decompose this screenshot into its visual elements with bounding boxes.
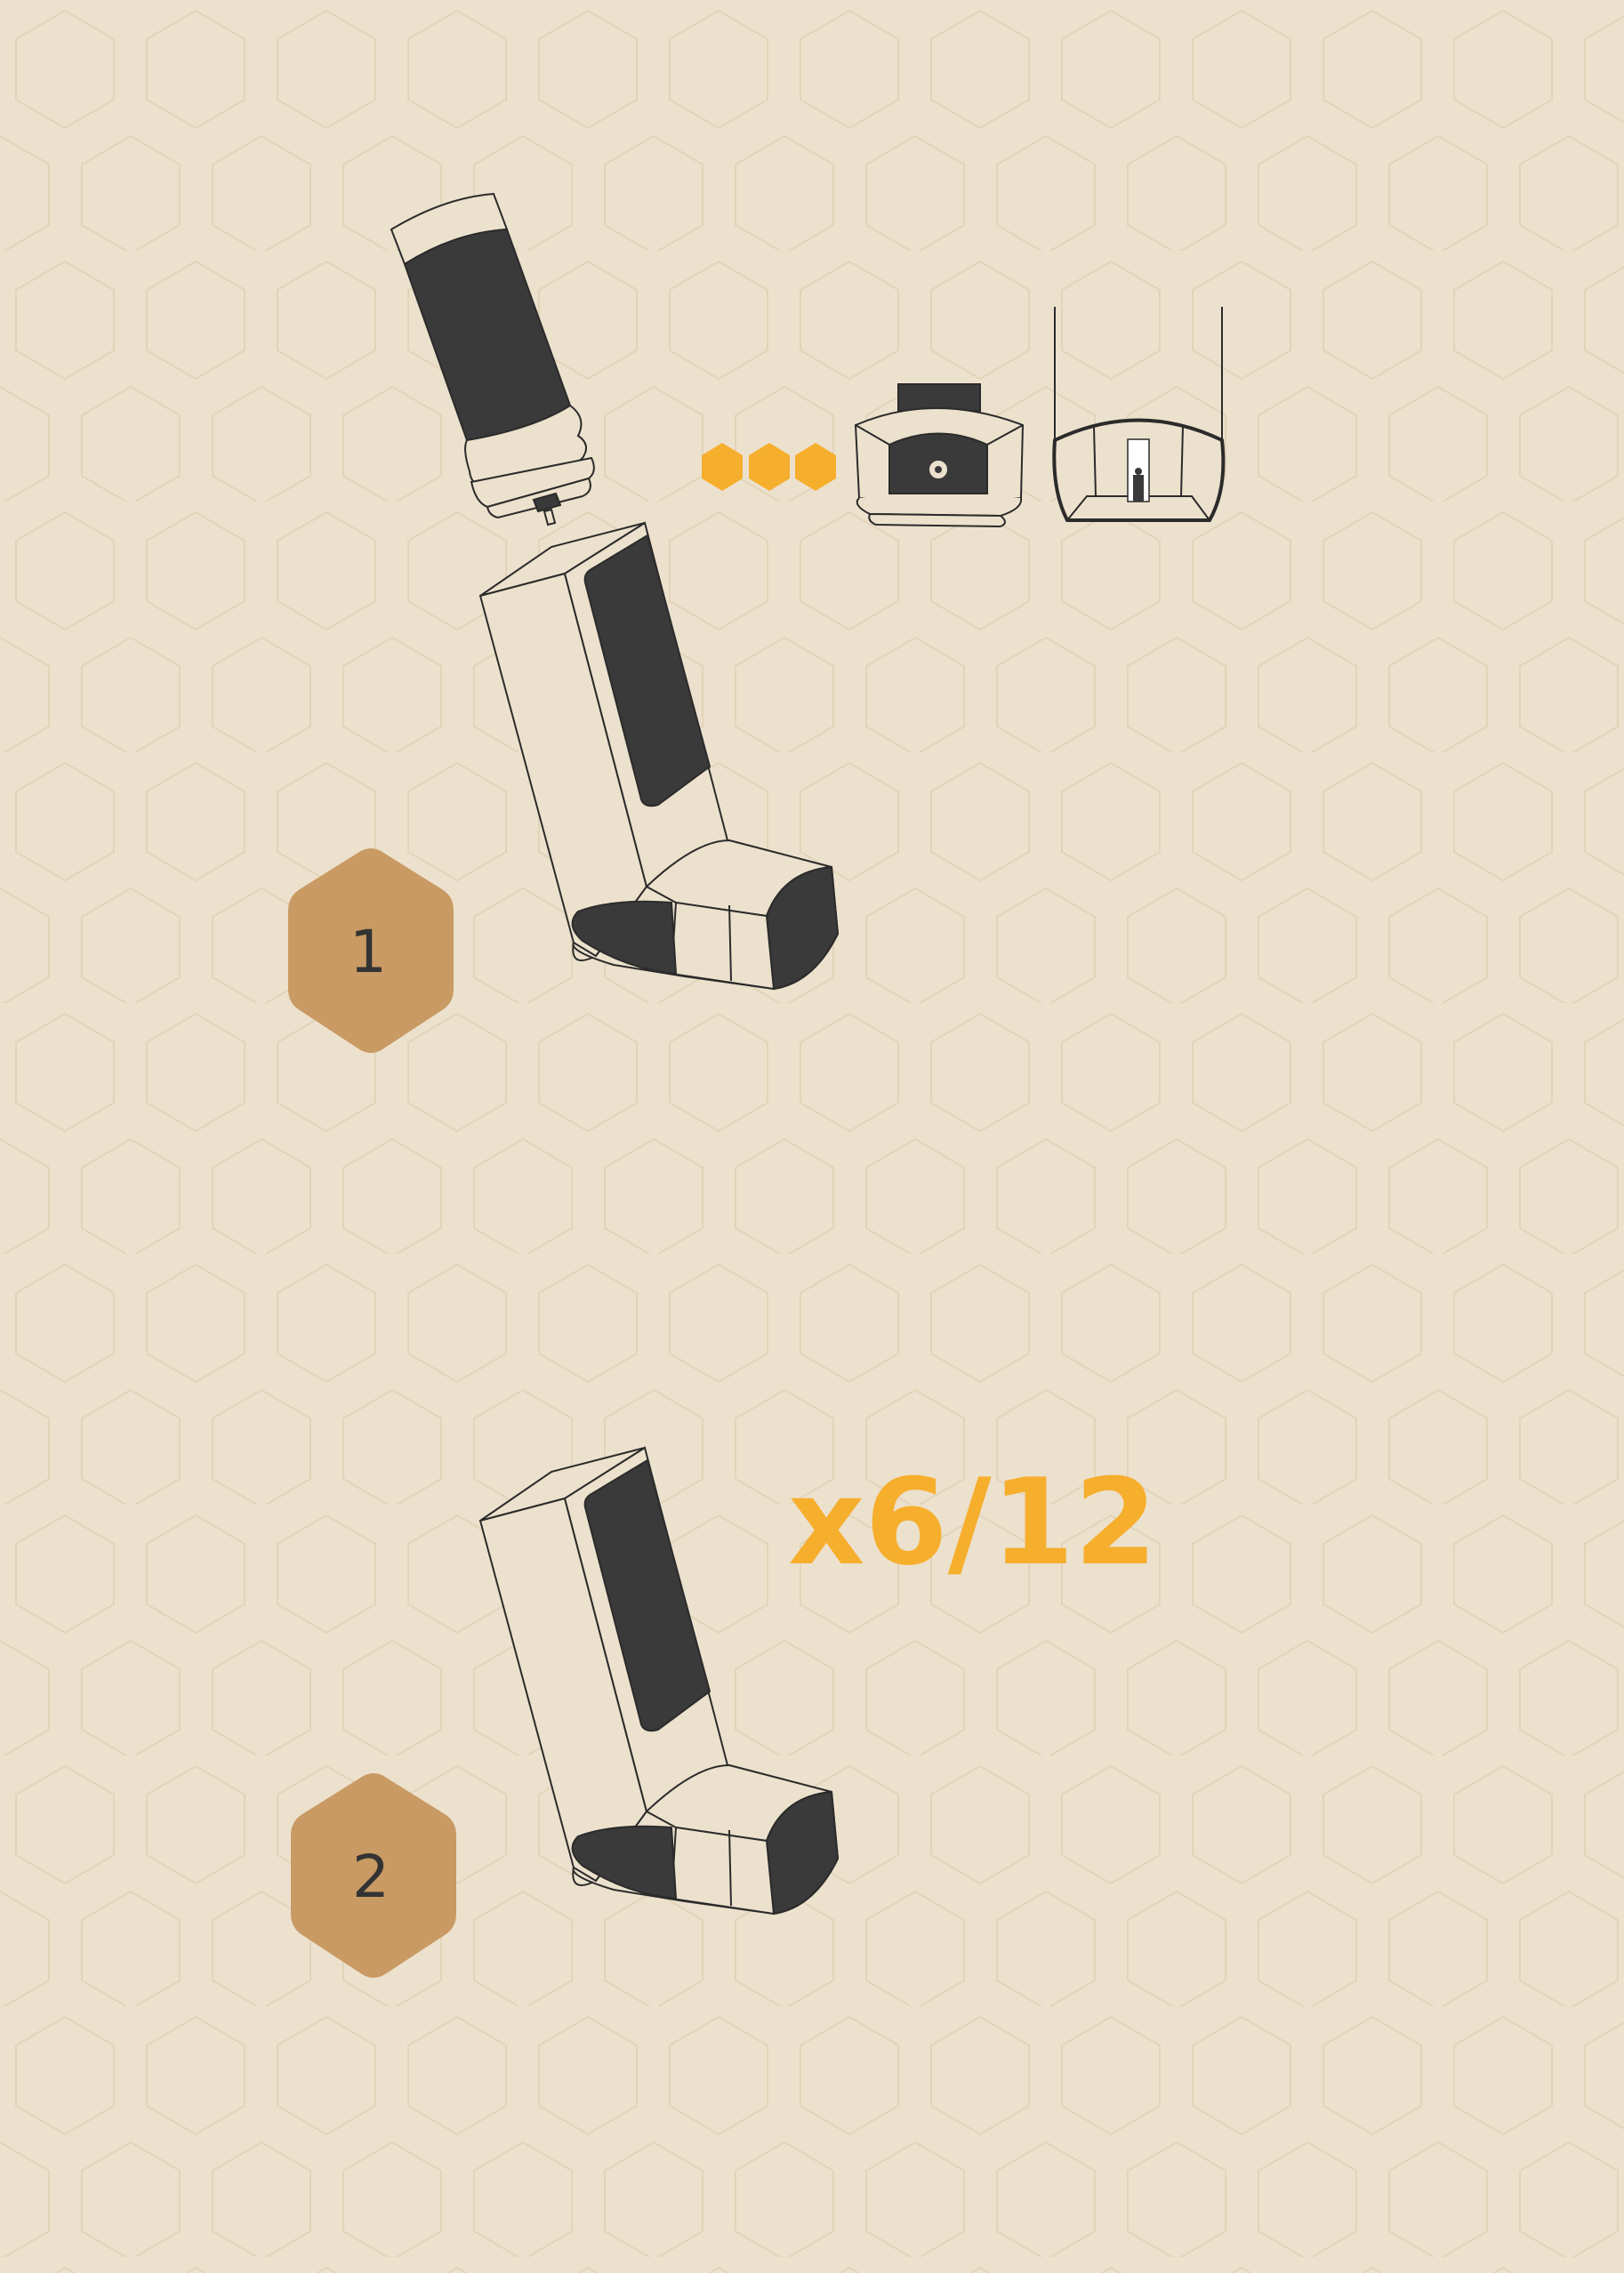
repeat-count-label: x6/12 [788, 1453, 1157, 1592]
cap-front-icon [854, 383, 1025, 528]
progress-dots-icon [702, 443, 836, 491]
cap-top-icon [1052, 307, 1226, 522]
canister-icon [390, 192, 595, 526]
step-1-number: 1 [350, 918, 387, 986]
step-2-number: 2 [352, 1843, 390, 1911]
step-1-badge: 1 [288, 845, 454, 1053]
inhaler-icon [478, 521, 840, 991]
step-2-badge: 2 [291, 1770, 456, 1978]
inhaler-icon [478, 1446, 840, 1916]
